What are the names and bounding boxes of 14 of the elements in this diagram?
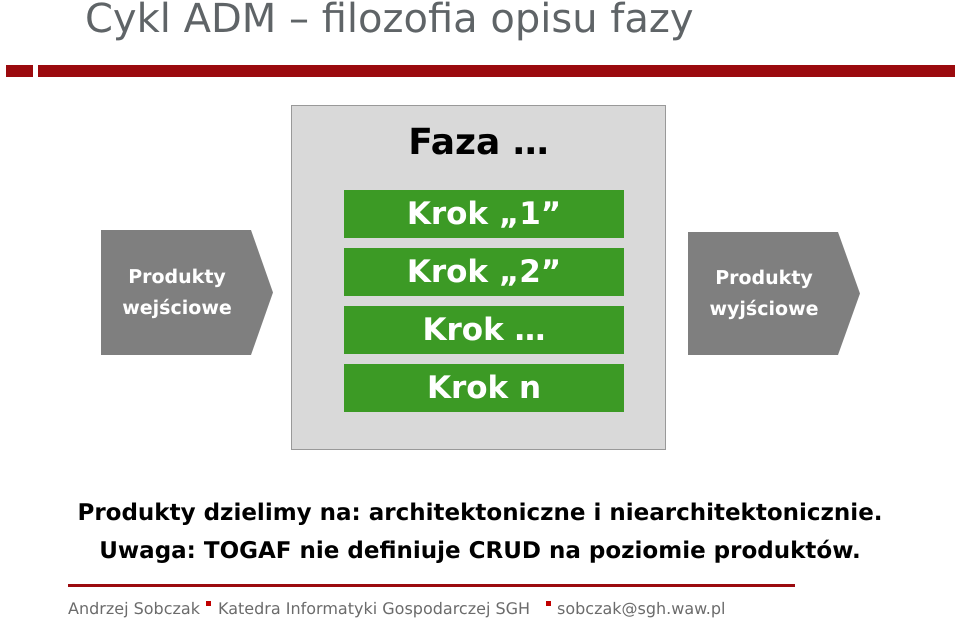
phase-heading: Faza … <box>407 122 550 163</box>
step-bar: Krok „2” <box>344 248 624 296</box>
chevron-shape: Produkty wyjściowe <box>688 232 860 355</box>
chevron-shape: Produkty wejściowe <box>101 230 273 355</box>
footer-text: sobczak@sgh.waw.pl <box>557 599 726 618</box>
footer-text: Andrzej Sobczak <box>68 599 200 618</box>
step-bar: Krok … <box>344 306 624 354</box>
step-bar: Krok n <box>344 364 624 412</box>
note-text: Uwaga: TOGAF nie definiuje CRUD na poziomie produktów. <box>98 538 862 564</box>
step-bar: Krok „1” <box>344 190 624 238</box>
phase-box <box>291 105 666 450</box>
footer-text: Katedra Informatyki Gospodarczej SGH <box>218 599 530 618</box>
slide-title: Cykl ADM – filozofia opisu fazy <box>85 0 694 42</box>
note-text: Produkty dzielimy na: architektoniczne i niearchitektonicznie. <box>76 500 884 526</box>
